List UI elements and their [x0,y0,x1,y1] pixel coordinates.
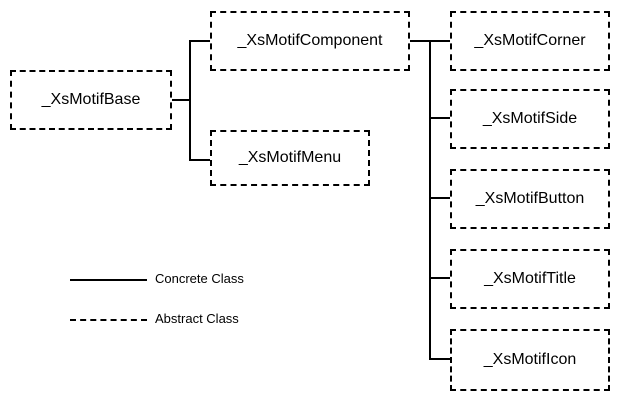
node-xsmotificon: _XsMotifIcon [450,329,610,391]
legend-concrete-line-sample [70,279,147,281]
node-label: _XsMotifBase [41,91,141,108]
node-label: _XsMotifTitle [484,270,576,287]
connector-to-button [429,197,450,199]
connector-to-menu [189,159,210,161]
connector-base-out [172,99,190,101]
node-xsmotifbutton: _XsMotifButton [450,169,610,229]
connector-to-component [189,40,210,42]
connector-to-icon [429,358,450,360]
connector-to-title [429,277,450,279]
legend-abstract-label: Abstract Class [155,311,239,326]
connector-component-vertical [429,40,431,360]
node-xsmotifside: _XsMotifSide [450,89,610,149]
node-xsmotifbase: _XsMotifBase [10,70,172,130]
node-xsmotifcorner: _XsMotifCorner [450,11,610,71]
connector-to-side [429,117,450,119]
legend-concrete-label: Concrete Class [155,271,244,286]
node-xsmotifmenu: _XsMotifMenu [210,130,370,186]
connector-base-vertical [189,40,191,161]
node-label: _XsMotifButton [475,190,585,207]
node-label: _XsMotifIcon [483,351,577,368]
node-label: _XsMotifMenu [238,149,342,166]
node-label: _XsMotifSide [482,110,578,127]
node-xsmotifcomponent: _XsMotifComponent [210,11,410,71]
legend-abstract-line-sample [70,319,147,321]
node-label: _XsMotifComponent [237,32,383,49]
node-label: _XsMotifCorner [474,32,586,49]
node-xsmotiftitle: _XsMotifTitle [450,249,610,309]
